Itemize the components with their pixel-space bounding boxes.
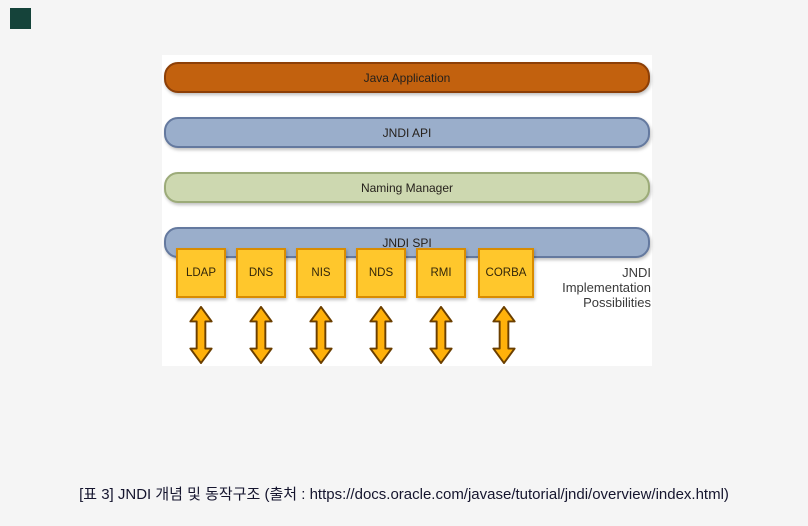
provider-box-corba: CORBA [478, 248, 534, 298]
layer-bar-jndi-api: JNDI API [164, 117, 650, 148]
double-arrow-icon [368, 306, 394, 364]
provider-box-rmi: RMI [416, 248, 466, 298]
double-arrow-icon [188, 306, 214, 364]
list-marker [10, 8, 31, 29]
caption: [표 3] JNDI 개념 및 동작구조 (출처 : https://docs.… [79, 486, 729, 503]
layer-bar-naming-manager: Naming Manager [164, 172, 650, 203]
provider-box-ldap: LDAP [176, 248, 226, 298]
layer-bar-java-application: Java Application [164, 62, 650, 93]
side-note-line: Implementation [562, 280, 651, 295]
side-note-line: JNDI [622, 265, 651, 280]
double-arrow-icon [491, 306, 517, 364]
side-note-line: Possibilities [583, 295, 651, 310]
diagram-panel: Java Application JNDI API Naming Manager… [162, 55, 652, 366]
double-arrow-icon [308, 306, 334, 364]
side-note: JNDI Implementation Possibilities [562, 265, 651, 310]
provider-box-nis: NIS [296, 248, 346, 298]
double-arrow-icon [248, 306, 274, 364]
provider-box-nds: NDS [356, 248, 406, 298]
provider-box-dns: DNS [236, 248, 286, 298]
double-arrow-icon [428, 306, 454, 364]
